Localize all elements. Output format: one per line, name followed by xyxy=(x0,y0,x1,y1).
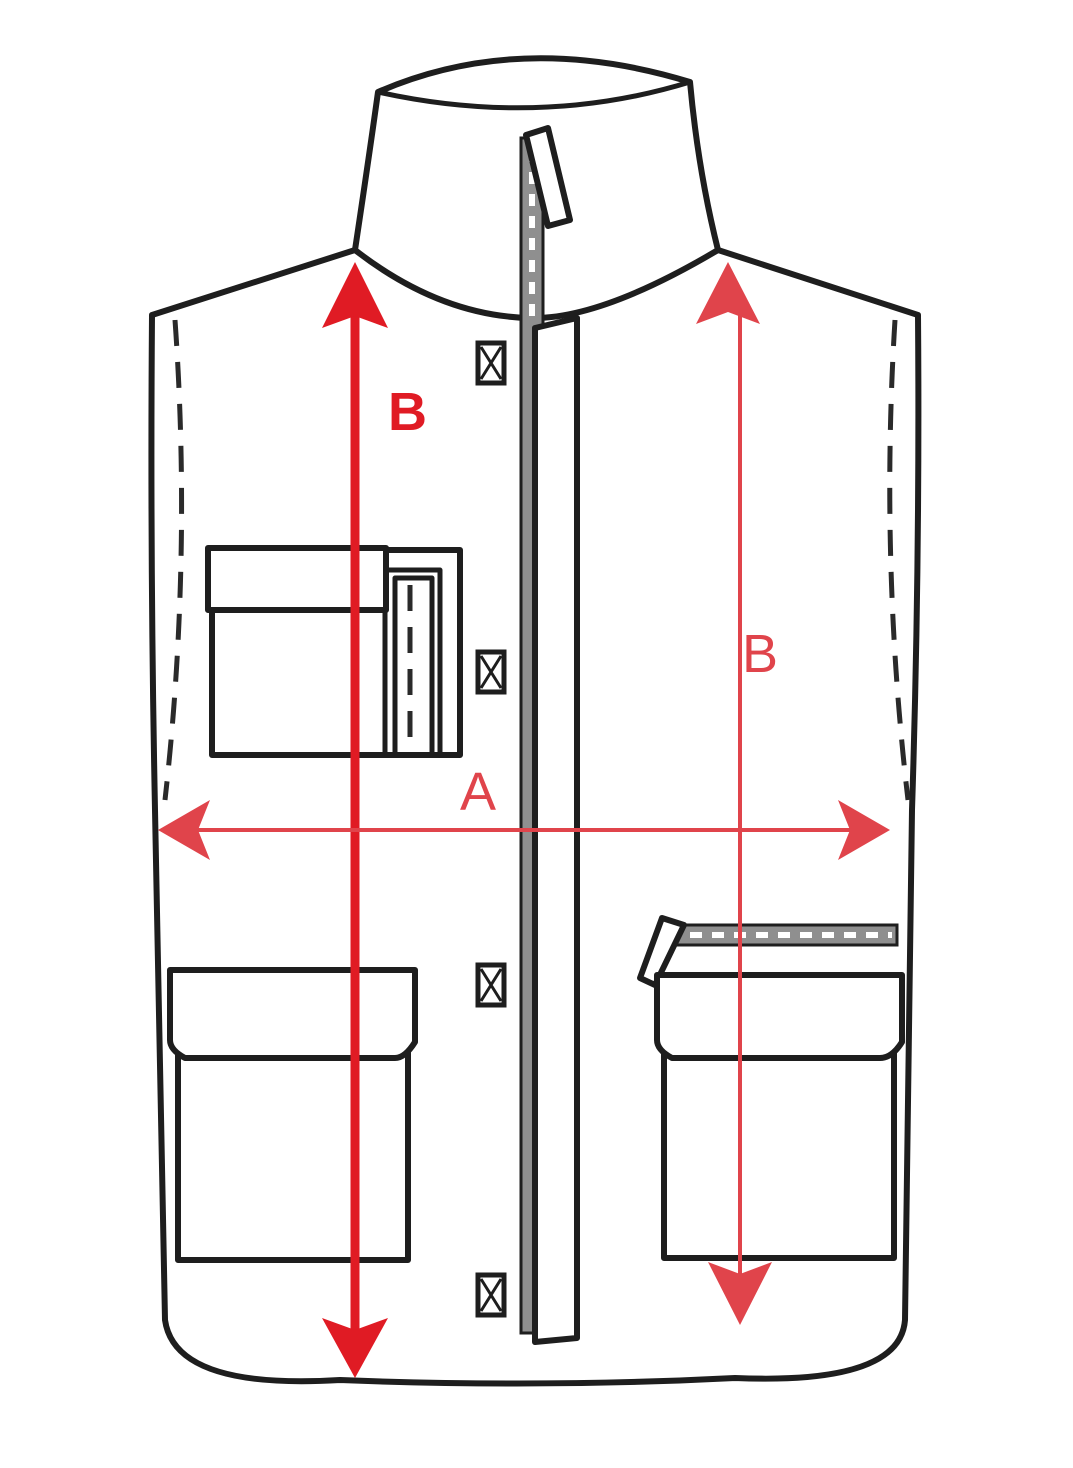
measure-b-left-label: B xyxy=(388,382,427,442)
left-armhole-stitch xyxy=(162,319,185,801)
collar-top-fold xyxy=(377,79,691,111)
measure-a-arrow xyxy=(158,800,890,860)
snap-button xyxy=(475,1272,507,1318)
measure-b-right-label: B xyxy=(742,624,778,684)
vest-drawing xyxy=(148,55,922,1387)
measurements: B B A xyxy=(158,262,890,1378)
lower-left-pocket xyxy=(167,967,418,1263)
measure-a-label: A xyxy=(460,762,496,822)
right-armhole-stitch xyxy=(887,319,911,801)
measure-b-right-arrow xyxy=(696,262,772,1325)
snap-button xyxy=(475,649,507,695)
lower-right-pocket-flap xyxy=(654,972,905,1061)
chest-pocket-flap xyxy=(205,545,389,613)
lower-left-pocket-flap xyxy=(167,967,418,1061)
zipper-pull xyxy=(523,125,573,229)
lower-right-pocket xyxy=(654,972,905,1261)
right-zip-pocket xyxy=(637,915,899,988)
measure-b-left-arrow xyxy=(322,262,388,1378)
snap-button xyxy=(475,340,507,386)
snap-button xyxy=(475,962,507,1008)
chest-pocket xyxy=(205,545,463,758)
